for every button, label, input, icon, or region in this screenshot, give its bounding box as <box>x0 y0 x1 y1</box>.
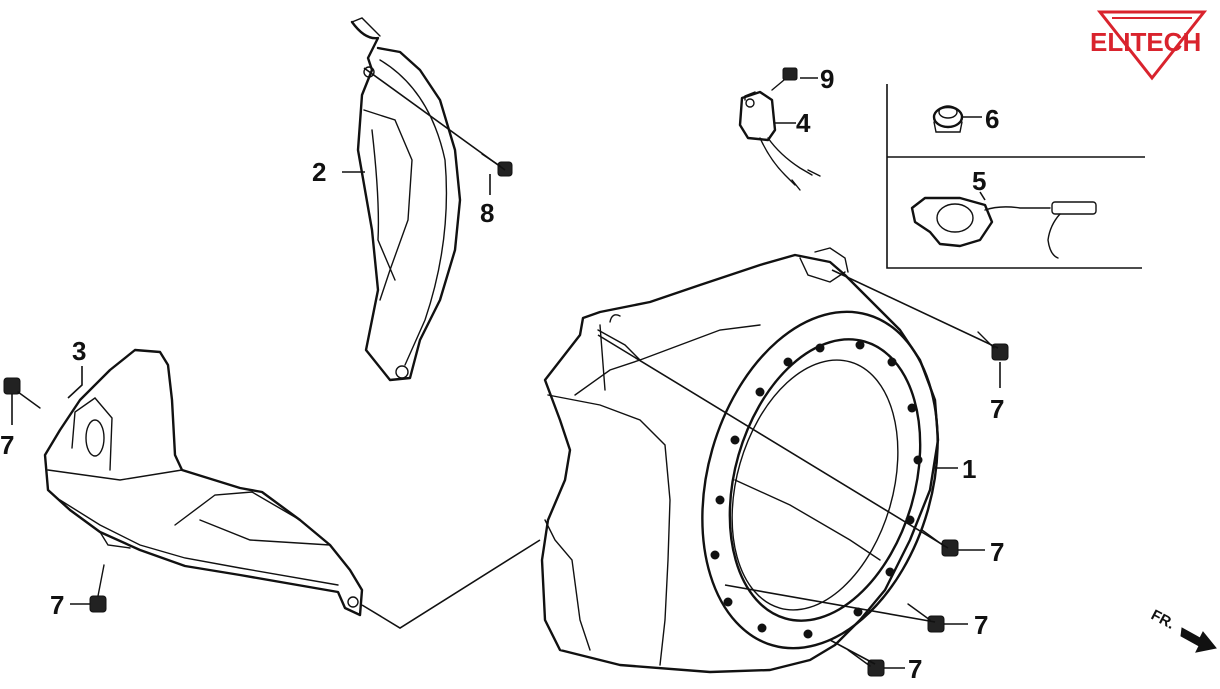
front-direction-marker: FR. <box>1148 607 1217 653</box>
flange-holes <box>710 340 923 639</box>
part-6-grommet <box>932 105 964 133</box>
callout-7-lower-right-2: 7 <box>908 654 922 684</box>
callout-6: 6 <box>985 104 999 134</box>
bolts <box>3 153 1009 677</box>
callout-1: 1 <box>962 454 976 484</box>
callout-5: 5 <box>972 166 986 196</box>
callout-labels: 1 2 3 4 5 6 7 7 7 7 7 7 8 9 <box>0 64 1004 684</box>
part-5-oil-alert <box>910 196 1097 259</box>
part-1-blower-housing <box>540 247 940 674</box>
part-4-switch <box>738 90 821 191</box>
part-2-upper-shroud <box>350 17 462 382</box>
callout-7-mid-right: 7 <box>990 537 1004 567</box>
bolt-7-lower-right-2 <box>847 649 885 677</box>
part-3-left-shroud <box>43 348 364 617</box>
callout-7-lower-right-1: 7 <box>974 610 988 640</box>
bolt-7-left-bottom <box>89 564 107 613</box>
elitech-logo: ELITECH <box>1090 10 1208 81</box>
part-9-screw <box>771 67 798 91</box>
callout-3: 3 <box>72 336 86 366</box>
callout-8: 8 <box>480 198 494 228</box>
inset-box <box>886 84 1145 269</box>
bolt-7-left-top <box>3 377 41 409</box>
callout-4: 4 <box>796 108 811 138</box>
callout-7-left-top: 7 <box>0 430 14 460</box>
callout-7-upper-right: 7 <box>990 394 1004 424</box>
logo-text: ELITECH <box>1090 27 1201 57</box>
leader-lines <box>11 67 1001 669</box>
fr-label: FR. <box>1148 607 1177 633</box>
callout-9: 9 <box>820 64 834 94</box>
callout-2: 2 <box>312 157 326 187</box>
callout-7-left-bottom: 7 <box>50 590 64 620</box>
